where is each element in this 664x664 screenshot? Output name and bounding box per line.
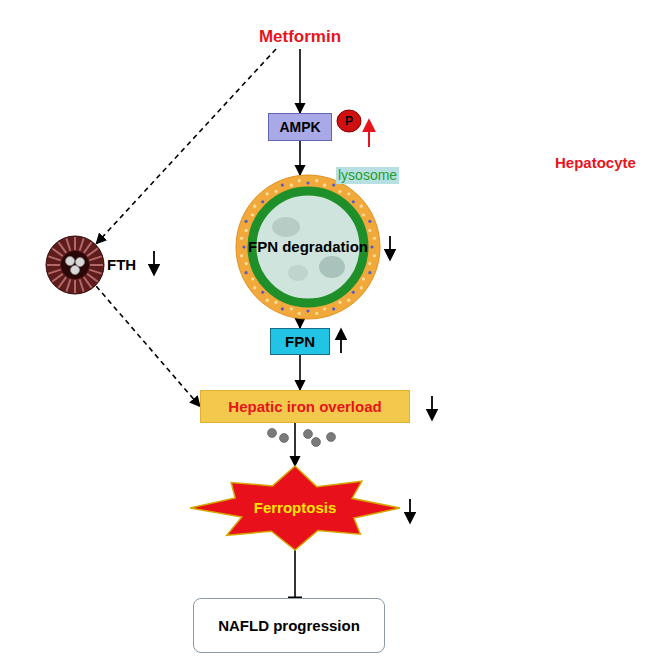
ferritin-drawing xyxy=(45,235,105,295)
node-text: Hepatic iron overload xyxy=(228,398,381,416)
node-text: NAFLD progression xyxy=(218,617,360,635)
node-text: AMPK xyxy=(279,119,320,136)
process-box: FPN xyxy=(270,328,330,355)
phospho-circle xyxy=(337,110,361,132)
starburst: Ferroptosis xyxy=(190,466,400,550)
kinase-box: AMPK xyxy=(268,113,332,141)
up-indicator xyxy=(368,121,370,147)
arrow xyxy=(294,423,296,466)
node-text: lysosome xyxy=(336,167,399,184)
arrow xyxy=(299,141,301,175)
lysosome-circle: lysosomeFPN degradation xyxy=(236,175,380,319)
down-indicator xyxy=(153,251,155,274)
arrow xyxy=(299,355,301,390)
iron-particles xyxy=(268,429,336,447)
node-text: FPN degradation xyxy=(248,238,368,256)
arrow xyxy=(299,49,301,113)
node-text: Hepatocyte xyxy=(555,154,636,172)
inhibition-line xyxy=(294,550,296,598)
node-text: Metformin xyxy=(259,27,341,47)
cell-ellipse: AMPKlysosomeFPN degradationFPNHepatic ir… xyxy=(7,58,657,472)
up-indicator xyxy=(340,330,342,353)
node-text: FPN xyxy=(285,333,315,351)
ferritin-icon: FTH xyxy=(45,235,105,295)
down-indicator xyxy=(389,236,391,259)
dashed-arrow xyxy=(96,286,200,406)
outcome-box: NAFLD progression xyxy=(193,598,385,653)
drug-label: Metformin xyxy=(252,25,348,49)
node-text: Ferroptosis xyxy=(254,499,337,517)
process-box: Hepatic iron overload xyxy=(200,390,410,423)
down-indicator xyxy=(431,396,433,419)
arrow xyxy=(299,319,301,328)
node-text: FTH xyxy=(107,256,136,274)
down-indicator xyxy=(409,499,411,522)
phospho-label: P xyxy=(337,111,361,131)
